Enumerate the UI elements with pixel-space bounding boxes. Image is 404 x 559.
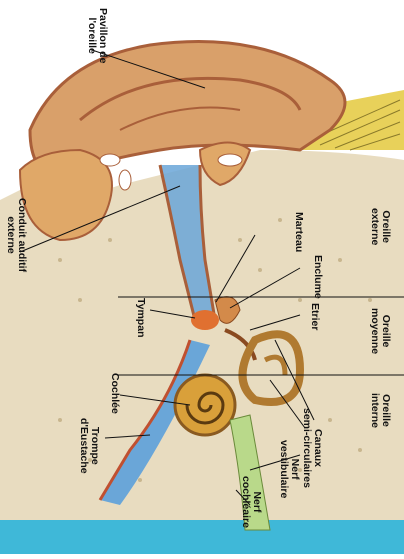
label-cochlee: Cochlée [109,373,120,414]
label-pavillon: Pavillon de l'oreille [86,8,108,63]
tympan-shape [191,310,219,330]
label-etrier: Etrier [309,303,320,330]
label-enclume: Enclume [312,255,323,299]
label-oreille-moyenne: Oreille moyenne [369,308,391,354]
label-nerf-cochleaire: Nerf cochléaire [240,476,262,528]
label-tympan: Tympan [135,298,146,337]
label-oreille-interne: Oreille interne [369,393,391,428]
label-conduit: Conduit auditif externe [5,198,27,272]
cochlea-shape [175,375,235,435]
label-trompe: Trompe d'Eustache [78,418,100,474]
label-canaux: Canaux semi-circulaires [301,408,323,488]
label-marteau: Marteau [293,212,304,252]
label-nerf-vestibulaire: Nerf vestibulaire [278,440,300,498]
label-oreille-externe: Oreille externe [369,208,391,245]
